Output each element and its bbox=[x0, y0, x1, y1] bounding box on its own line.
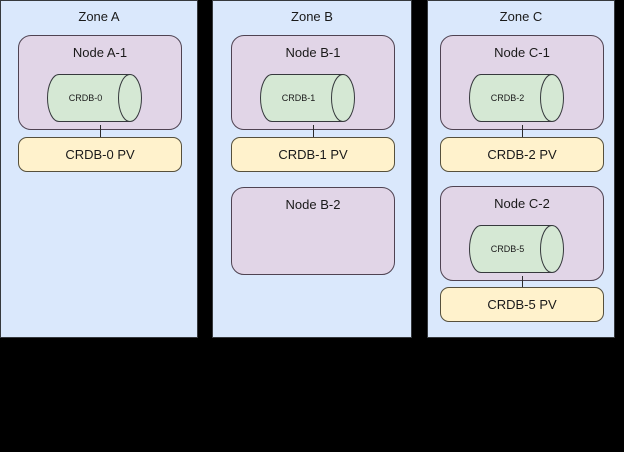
connector-c-2 bbox=[522, 276, 523, 289]
zone-a-title: Zone A bbox=[78, 9, 120, 24]
database-cylinder-icon[interactable]: CRDB-2 bbox=[469, 74, 576, 122]
pv-box-crdb-5[interactable]: CRDB-5 PV bbox=[440, 287, 604, 322]
node-b-1-title: Node B-1 bbox=[285, 45, 341, 60]
connector-b-1 bbox=[313, 125, 314, 138]
zone-panel-b[interactable]: Zone B Node B-1 CRDB-1 CRDB-1 PV Node B-… bbox=[212, 0, 412, 338]
node-c-2-title: Node C-2 bbox=[494, 196, 550, 211]
pv-label: CRDB-1 PV bbox=[278, 146, 348, 162]
pv-box-crdb-1[interactable]: CRDB-1 PV bbox=[231, 137, 395, 172]
zone-b-title: Zone B bbox=[291, 9, 333, 24]
node-box-b-1[interactable]: Node B-1 CRDB-1 bbox=[231, 35, 395, 130]
zone-panel-a[interactable]: Zone A Node A-1 CRDB-0 CRDB-0 PV bbox=[0, 0, 198, 338]
node-b-2-title: Node B-2 bbox=[285, 197, 341, 212]
database-cylinder-icon[interactable]: CRDB-1 bbox=[260, 74, 367, 122]
node-a-1-title: Node A-1 bbox=[72, 45, 128, 60]
connector-a-1 bbox=[100, 125, 101, 138]
node-box-a-1[interactable]: Node A-1 CRDB-0 bbox=[18, 35, 182, 130]
pv-label: CRDB-5 PV bbox=[487, 296, 557, 312]
node-box-c-1[interactable]: Node C-1 CRDB-2 bbox=[440, 35, 604, 130]
zone-panel-c[interactable]: Zone C Node C-1 CRDB-2 CRDB-2 PV Node C-… bbox=[427, 0, 615, 338]
database-cylinder-icon[interactable]: CRDB-0 bbox=[47, 74, 154, 122]
pv-label: CRDB-2 PV bbox=[487, 146, 557, 162]
zone-c-title: Zone C bbox=[499, 9, 543, 24]
pv-box-crdb-0[interactable]: CRDB-0 PV bbox=[18, 137, 182, 172]
node-box-c-2[interactable]: Node C-2 CRDB-5 bbox=[440, 186, 604, 281]
node-c-1-title: Node C-1 bbox=[494, 45, 550, 60]
database-cylinder-icon[interactable]: CRDB-5 bbox=[469, 225, 576, 273]
node-box-b-2[interactable]: Node B-2 bbox=[231, 187, 395, 275]
connector-c-1 bbox=[522, 125, 523, 138]
pv-label: CRDB-0 PV bbox=[65, 146, 135, 162]
pv-box-crdb-2[interactable]: CRDB-2 PV bbox=[440, 137, 604, 172]
